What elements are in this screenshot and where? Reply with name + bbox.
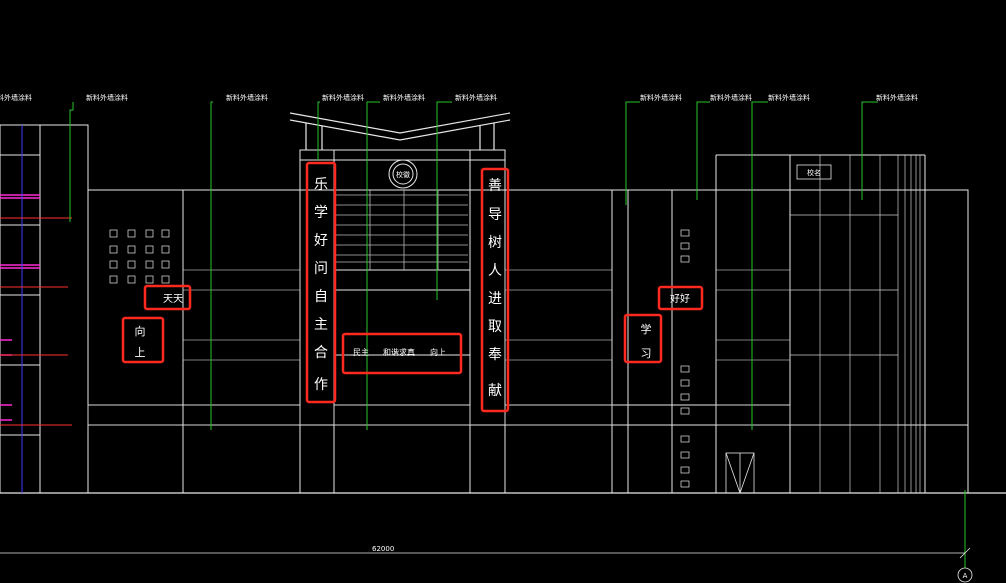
dimension-text: 62000 xyxy=(372,545,394,553)
annotation-text: 好好 xyxy=(670,293,690,305)
slogan-char: 好 xyxy=(314,233,328,249)
annotation-haohao[interactable]: 好好 xyxy=(657,285,704,311)
slogan-char: 善 xyxy=(488,178,502,194)
material-label: 新料外墙涂料 xyxy=(86,93,128,102)
right-facade-fins xyxy=(790,155,921,493)
material-label: 新料外墙涂料 xyxy=(768,93,810,102)
slogan-char: 导 xyxy=(488,207,502,223)
material-label: 新料外墙涂料 xyxy=(455,93,497,102)
slogan-char: 献 xyxy=(488,383,502,399)
leader-lines xyxy=(69,101,966,568)
axis-marker: A xyxy=(957,567,973,583)
slogan-char: 乐 xyxy=(314,177,328,193)
slogan-char: 合 xyxy=(314,345,328,361)
banner-text: 和谐求真 xyxy=(383,347,415,357)
slogan-char: 自 xyxy=(314,289,328,305)
material-label: 新料外墙涂料 xyxy=(383,93,425,102)
slogan-char: 取 xyxy=(488,319,502,335)
window-column-right xyxy=(680,229,690,488)
axis-marker-text: A xyxy=(963,572,968,580)
annotation-xuexi[interactable]: 学 习 xyxy=(623,313,663,364)
annotation-banner-center[interactable]: 民主 和谐求真 向上 xyxy=(341,332,463,375)
building-sign: 校名 xyxy=(796,164,832,180)
annotation-text: 天天 xyxy=(163,294,183,305)
annotation-text: 向 xyxy=(135,324,146,338)
slogan-char: 树 xyxy=(488,235,502,251)
left-partial-building xyxy=(0,124,89,494)
central-louvers xyxy=(336,190,468,270)
material-label: 新料外墙涂料 xyxy=(322,93,364,102)
annotation-text: 上 xyxy=(135,346,146,359)
material-label: 新料外墙涂料 xyxy=(876,93,918,102)
slogan-char: 问 xyxy=(314,261,328,277)
annotation-slogan-right[interactable]: 善 导 树 人 进 取 奉 献 xyxy=(480,167,510,413)
slogan-char: 奉 xyxy=(488,347,502,363)
roof-canopy xyxy=(289,112,511,150)
slogan-char: 主 xyxy=(314,317,328,333)
material-label: 新料外墙涂料 xyxy=(0,93,32,102)
slogan-char: 人 xyxy=(488,263,502,279)
school-emblem: 校徽 xyxy=(388,159,418,189)
entrance-door xyxy=(725,452,755,494)
slogan-char: 学 xyxy=(314,205,328,221)
annotation-text: 习 xyxy=(641,347,652,360)
material-label: 新料外墙涂料 xyxy=(710,93,752,102)
material-label: 新料外墙涂料 xyxy=(640,93,682,102)
window-grid-left xyxy=(109,229,170,284)
emblem-text: 校徽 xyxy=(396,170,410,179)
slogan-char: 作 xyxy=(314,377,328,393)
slogan-char: 进 xyxy=(488,291,502,307)
banner-text: 民主 xyxy=(353,347,369,357)
balcony-railings xyxy=(87,269,791,426)
annotation-slogan-left[interactable]: 乐 学 好 问 自 主 合 作 xyxy=(305,161,337,404)
material-label-group: 新料外墙涂料 新料外墙涂料 新料外墙涂料 新料外墙涂料 新料外墙涂料 新料外墙涂… xyxy=(0,93,918,102)
banner-text: 向上 xyxy=(430,347,446,357)
annotation-text: 学 xyxy=(641,322,652,336)
red-level-lines xyxy=(0,217,72,426)
annotation-xiangshang[interactable]: 向 上 xyxy=(121,316,165,364)
dimension-line: 62000 xyxy=(0,545,971,559)
annotation-tiantian[interactable]: 天天 xyxy=(143,284,192,311)
sign-text: 校名 xyxy=(807,168,821,177)
material-label: 新料外墙涂料 xyxy=(226,93,268,102)
left-magenta-railings xyxy=(0,194,40,421)
main-building-structure xyxy=(87,149,969,494)
